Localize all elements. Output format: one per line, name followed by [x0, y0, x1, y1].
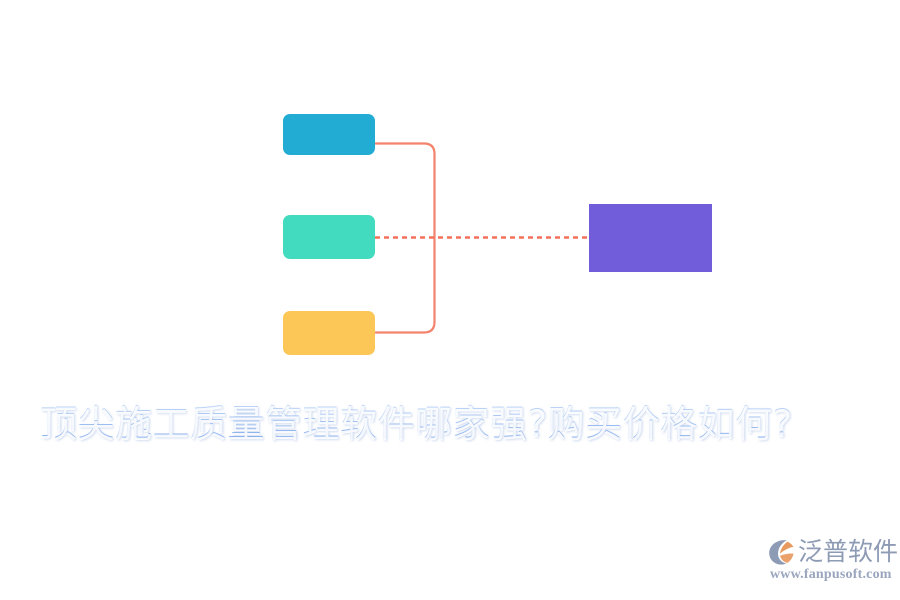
diagram-node-purple[interactable] — [589, 204, 712, 272]
brand-logo-row: 泛普软件 — [766, 536, 898, 568]
brand-name: 泛普软件 — [798, 537, 899, 566]
brand-url: www.fanpusoft.com — [770, 567, 892, 582]
brand-watermark: 泛普软件 www.fanpusoft.com — [766, 536, 898, 588]
diagram-node-blue[interactable] — [283, 114, 375, 155]
page-title: 顶尖施工质量管理软件哪家强?购买价格如何? — [40, 398, 860, 450]
diagram-connectors — [374, 142, 589, 334]
diagram-node-teal[interactable] — [283, 215, 375, 259]
relationship-diagram — [283, 114, 712, 355]
fanpu-logo-icon — [769, 540, 794, 565]
diagram-node-yellow[interactable] — [283, 311, 375, 355]
bracket-connector — [374, 142, 436, 334]
